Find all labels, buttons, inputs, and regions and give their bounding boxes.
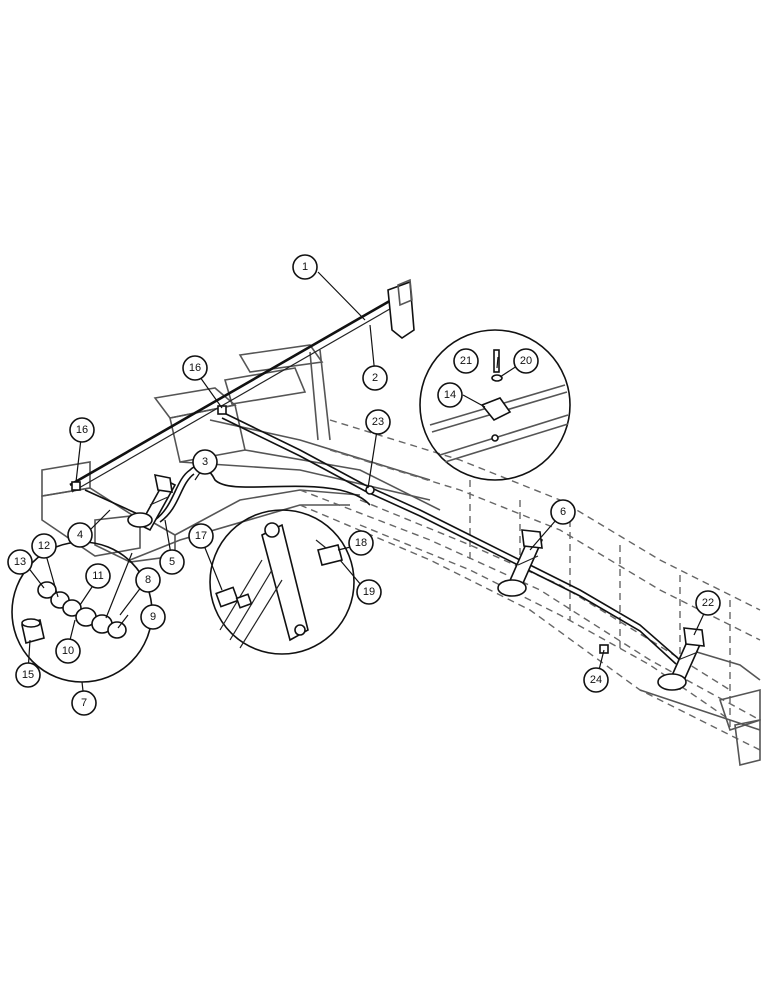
callout-19: 19	[356, 579, 382, 605]
callout-label: 13	[14, 556, 26, 568]
callout-15: 15	[15, 662, 41, 688]
callout-label: 14	[444, 389, 456, 401]
callout-label: 3	[202, 456, 208, 468]
callout-label: 19	[363, 586, 375, 598]
callout-24: 24	[583, 667, 609, 693]
callout-label: 24	[590, 674, 602, 686]
callout-1: 1	[292, 254, 318, 280]
callout-label: 20	[520, 355, 532, 367]
callout-label: 17	[195, 530, 207, 542]
callout-label: 12	[38, 540, 50, 552]
cylinder-5	[127, 473, 177, 532]
callout-label: 4	[77, 529, 83, 541]
callout-label: 1	[302, 261, 308, 273]
callout-22: 22	[695, 590, 721, 616]
callout-12: 12	[31, 533, 57, 559]
callout-17: 17	[188, 523, 214, 549]
callout-label: 21	[460, 355, 472, 367]
callout-label: 18	[355, 537, 367, 549]
detail-cylinder-mount	[209, 509, 355, 655]
callout-label: 15	[22, 669, 34, 681]
callout-label: 2	[372, 372, 378, 384]
callout-11: 11	[85, 563, 111, 589]
callout-4: 4	[67, 522, 93, 548]
callout-3: 3	[192, 449, 218, 475]
callout-label: 8	[145, 574, 151, 586]
callout-label: 16	[189, 362, 201, 374]
cylinder-6	[497, 529, 544, 597]
callout-label: 16	[76, 424, 88, 436]
main-bar	[69, 278, 415, 493]
callout-label: 10	[62, 645, 74, 657]
callout-10: 10	[55, 638, 81, 664]
callout-21: 21	[453, 348, 479, 374]
callout-20: 20	[513, 348, 539, 374]
callout-23: 23	[365, 409, 391, 435]
callout-label: 11	[92, 570, 103, 582]
callout-label: 7	[81, 697, 87, 709]
callout-label: 9	[150, 611, 156, 623]
callout-label: 22	[702, 597, 714, 609]
callout-13: 13	[7, 549, 33, 575]
detail-clip-mount	[419, 329, 571, 481]
callout-16-b: 16	[69, 417, 95, 443]
hose-routing	[84, 411, 681, 665]
callout-label: 23	[372, 416, 384, 428]
callout-2: 2	[362, 365, 388, 391]
implement-frame	[41, 344, 761, 766]
callout-8: 8	[135, 567, 161, 593]
callout-label: 6	[560, 506, 566, 518]
callout-5: 5	[159, 549, 185, 575]
cylinder-22	[657, 627, 705, 691]
callout-7: 7	[71, 690, 97, 716]
callout-18: 18	[348, 530, 374, 556]
detail-bushing-kit	[11, 541, 153, 683]
callout-label: 5	[169, 556, 175, 568]
callout-9: 9	[140, 604, 166, 630]
callout-6: 6	[550, 499, 576, 525]
callout-14: 14	[437, 382, 463, 408]
callout-16-a: 16	[182, 355, 208, 381]
